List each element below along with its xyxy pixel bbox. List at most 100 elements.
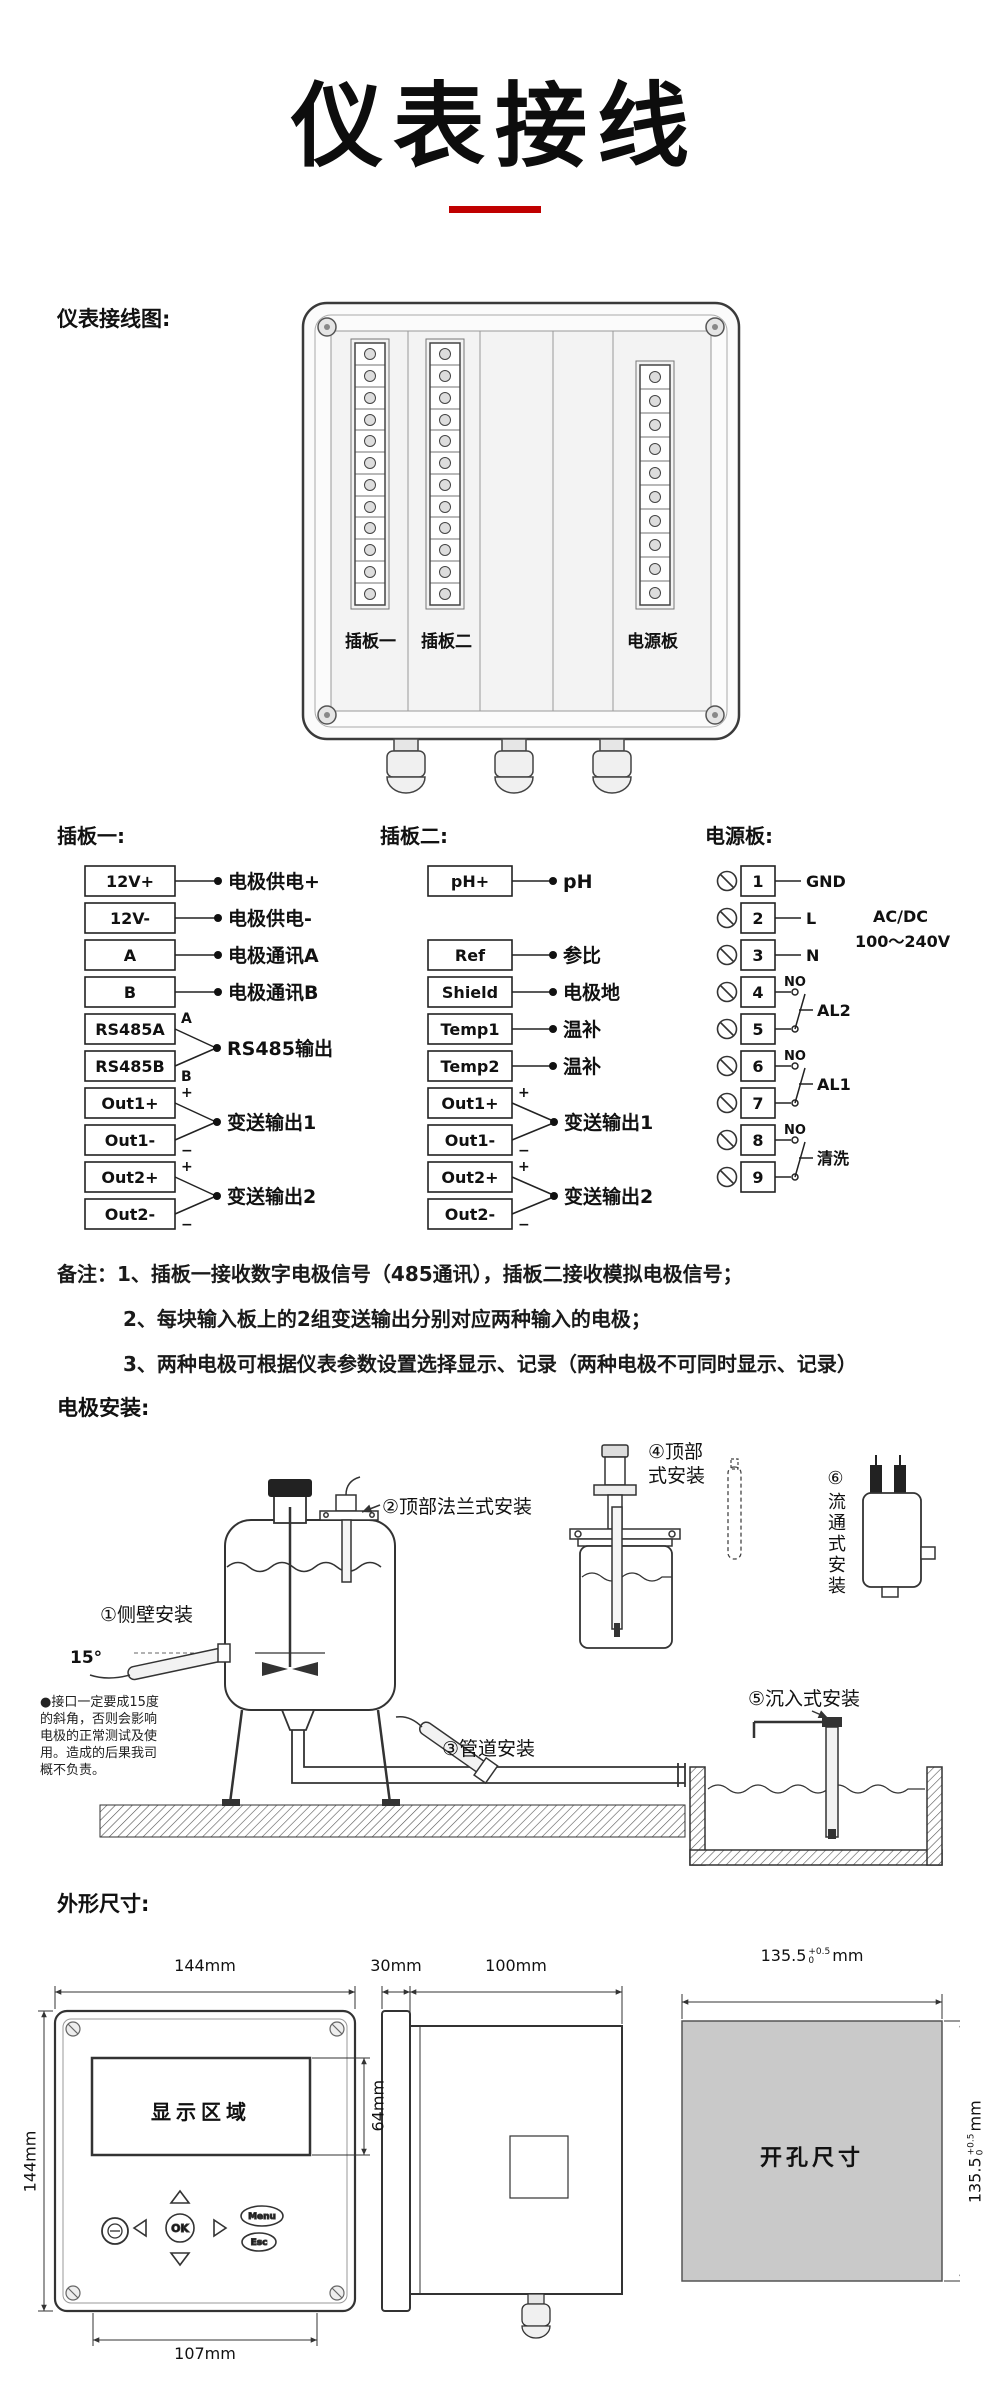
front-dimension-lines xyxy=(38,1986,370,2346)
submersion-electrode xyxy=(752,1710,842,1839)
terminal: Out2+ xyxy=(101,1168,158,1187)
board1-dots xyxy=(213,877,222,1200)
warning-line: 的斜角，否则会影响 xyxy=(40,1712,158,1727)
notes-prefix: 备注： xyxy=(57,1262,117,1286)
board1-title: 插板一: xyxy=(57,824,125,848)
terminal: pH+ xyxy=(451,872,489,891)
terminal: Temp2 xyxy=(441,1057,500,1076)
strip-power xyxy=(635,360,675,610)
warning-line: 概不负责。 xyxy=(40,1763,106,1778)
terminal: A xyxy=(124,946,137,965)
enclosure-drawing: 插板一 插板二 电源板 xyxy=(301,301,741,794)
notes-block: 备注：1、插板一接收数字电极信号（485通讯），插板二接收模拟电极信号； 2、每… xyxy=(57,1258,957,1393)
terminal-number: 5 xyxy=(752,1020,763,1039)
wire-label: 电极供电+ xyxy=(228,870,320,893)
pipe-electrode xyxy=(395,1715,499,1785)
terminal: Out2- xyxy=(445,1205,495,1224)
terminal: RS485A xyxy=(95,1020,165,1039)
install-label-pipe: ③管道安装 xyxy=(442,1738,536,1760)
body-depth-dim: 100mm xyxy=(485,1956,547,1975)
power-terminal-diagram: 1 2 3 4 5 6 7 8 9 GND L N AC/DC 100～240V… xyxy=(716,865,951,1193)
page-title: 仪表接线 xyxy=(290,73,699,180)
wire-label: 电极地 xyxy=(563,981,620,1004)
wash-label: 清洗 xyxy=(817,1149,849,1168)
side-dimension-lines xyxy=(381,1986,623,2024)
warning-line: 电极的正常测试及使 xyxy=(40,1729,158,1744)
power-screws xyxy=(716,870,738,1188)
neutral-label: N xyxy=(806,946,819,965)
ok-button-label: OK xyxy=(171,2222,189,2235)
install-label-sidewall: ①侧壁安装 xyxy=(100,1604,194,1626)
terminal-number: 3 xyxy=(752,946,763,965)
power-wires xyxy=(775,880,813,1181)
front-view: OK Menu Esc xyxy=(53,2009,357,2313)
up-button-icon xyxy=(169,2189,191,2204)
enclosure-inner-frame xyxy=(314,314,728,728)
terminal-number: 7 xyxy=(752,1094,763,1113)
note-line: 备注：1、插板一接收数字电极信号（485通讯），插板二接收模拟电极信号； xyxy=(57,1258,957,1287)
install-section-label: 电极安装: xyxy=(57,1396,150,1420)
cutout-size-value: 135.5 xyxy=(760,1946,807,1965)
side-view xyxy=(381,2010,623,2339)
power-title: 电源板: xyxy=(705,824,773,848)
terminal-number: 4 xyxy=(752,983,763,1002)
note-line: 3、两种电极可根据仪表参数设置选择显示、记录（两种电极不可同时显示、记录） xyxy=(57,1348,957,1377)
pool xyxy=(689,1766,943,1866)
spare-electrode-dashed xyxy=(727,1458,742,1560)
polarity-mark: − xyxy=(181,1217,193,1233)
terminal-number: 6 xyxy=(752,1057,763,1076)
terminal-number: 9 xyxy=(752,1168,763,1187)
board2-terminal-diagram: pH+ Ref Shield Temp1 Temp2 Out1+ Out1- O… xyxy=(427,865,653,1233)
dims-section-label: 外形尺寸: xyxy=(57,1892,150,1916)
installation-drawing xyxy=(89,1444,943,1866)
board1-boxes xyxy=(84,865,176,1230)
cutout-unit: mm xyxy=(965,2100,985,2132)
board2-wires xyxy=(511,880,552,1215)
board2-boxes xyxy=(427,865,513,1230)
terminal: Out2+ xyxy=(441,1168,498,1187)
wire-label: 变送输出1 xyxy=(564,1111,653,1134)
terminal: B xyxy=(124,983,136,1002)
terminal: RS485B xyxy=(95,1057,164,1076)
board2-title: 插板二: xyxy=(380,824,448,848)
board1-wires xyxy=(174,880,215,1215)
flow-cell xyxy=(862,1455,936,1598)
install-label-topmount: ④顶部 式安装 xyxy=(648,1440,705,1488)
no-contact-label: NO xyxy=(784,1123,806,1138)
cutout-size-value: 135.5 xyxy=(965,2157,985,2204)
note-text: 3、两种电极可根据仪表参数设置选择显示、记录（两种电极不可同时显示、记录） xyxy=(123,1352,857,1376)
polarity-mark: + xyxy=(518,1085,530,1101)
wire-label: 变送输出2 xyxy=(564,1185,653,1208)
polarity-mark: − xyxy=(518,1217,530,1233)
front-width-dim: 144mm xyxy=(174,1956,236,1975)
left-button-icon xyxy=(132,2218,147,2238)
install-angle-label: 15° xyxy=(70,1648,103,1668)
cutout-label: 开孔尺寸 xyxy=(759,2146,864,2171)
title-underline xyxy=(449,206,541,213)
note-line: 2、每块输入板上的2组变送输出分别对应两种输入的电极； xyxy=(57,1303,957,1332)
install-warning: ●接口一定要成15度 的斜角，否则会影响 电极的正常测试及使 用。造成的后果我司… xyxy=(40,1694,190,1779)
terminal: Out1- xyxy=(445,1131,495,1150)
bottom-width-dim: 107mm xyxy=(174,2344,236,2363)
esc-button-label: Esc xyxy=(251,2238,268,2248)
menu-button xyxy=(240,2205,284,2227)
warning-line: ●接口一定要成15度 xyxy=(40,1695,159,1710)
enclosure-power-label: 电源板 xyxy=(627,631,679,652)
polarity-mark: + xyxy=(181,1159,193,1175)
ground-hatch xyxy=(99,1804,686,1838)
wire-label: RS485输出 xyxy=(227,1037,333,1060)
tolerance-lower: 0 xyxy=(808,1955,815,1966)
down-button-icon xyxy=(169,2252,191,2267)
board2-dots xyxy=(549,877,558,1200)
wire-label: 温补 xyxy=(563,1055,601,1078)
bezel-depth-dim: 30mm xyxy=(370,1956,422,1975)
strip-board1 xyxy=(350,338,390,610)
topmount-line2: 式安装 xyxy=(648,1465,706,1487)
topmount-assembly xyxy=(569,1444,681,1649)
button-cluster[interactable] xyxy=(132,2189,284,2267)
display-area xyxy=(90,2056,312,2157)
wire-label: 温补 xyxy=(563,1018,601,1041)
topmount-line1: ④顶部 xyxy=(648,1441,704,1463)
